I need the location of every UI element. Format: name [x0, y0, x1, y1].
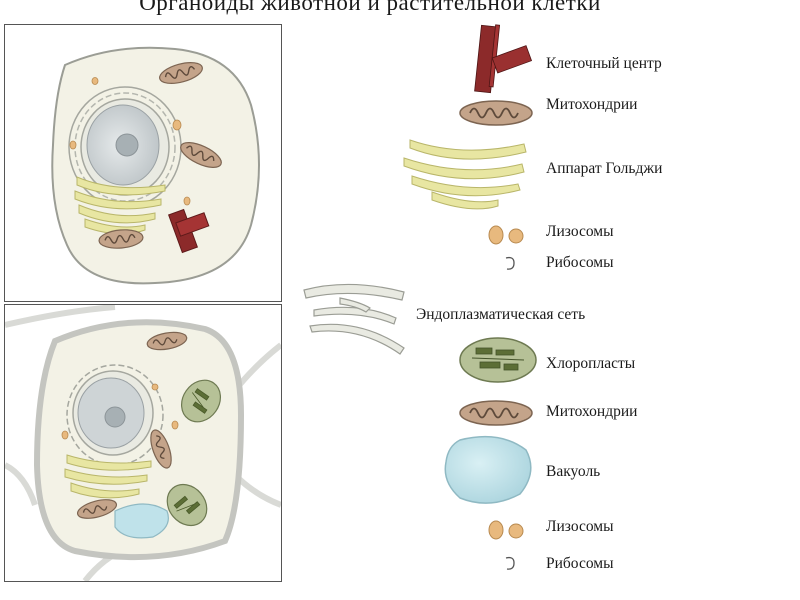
golgi-apparatus	[64, 454, 152, 499]
plant-cell-illustration	[5, 305, 281, 581]
legend-label-ribosomes: Рибосомы	[546, 254, 614, 271]
page-title: Органоиды животной и растительной клетки	[139, 0, 601, 15]
ribosome-icon	[505, 556, 515, 570]
mitochondrion-icon	[459, 100, 533, 126]
animal-cell-panel	[4, 24, 282, 302]
chloroplast-icon	[459, 337, 537, 383]
legend-label-mitochondria-plant: Митохондрии	[546, 403, 638, 420]
vacuole-icon	[444, 435, 532, 504]
nucleolus	[104, 406, 126, 428]
legend-label-ribosomes-plant: Рибосомы	[546, 555, 614, 572]
legend-label-er: Эндоплазматическая сеть	[416, 306, 586, 323]
mitochondrion-icon	[459, 400, 533, 426]
legend-label-mitochondria: Митохондрии	[546, 96, 638, 113]
legend-label-centrosome: Клеточный центр	[546, 55, 662, 72]
plant-cell-panel	[4, 304, 282, 582]
golgi-icon	[403, 139, 527, 210]
ribosome-icon	[505, 256, 515, 270]
centrosome-icon	[474, 24, 532, 94]
lysosome-icon	[488, 520, 524, 540]
er-icon	[303, 283, 405, 355]
golgi-apparatus	[74, 176, 166, 235]
legend-label-golgi: Аппарат Гольджи	[546, 160, 663, 177]
legend-label-lysosomes-plant: Лизосомы	[546, 518, 614, 535]
animal-cell-illustration	[51, 46, 260, 285]
legend-label-vacuole: Вакуоль	[546, 463, 601, 480]
lysosome-icon	[488, 225, 524, 245]
legend-label-lysosomes: Лизосомы	[546, 223, 614, 240]
vacuole	[114, 503, 169, 539]
lysosomes	[61, 383, 179, 440]
centrosome	[168, 208, 210, 254]
legend-label-chloroplasts: Хлоропласты	[546, 355, 636, 372]
lysosomes	[69, 77, 191, 206]
nucleolus	[115, 133, 139, 157]
